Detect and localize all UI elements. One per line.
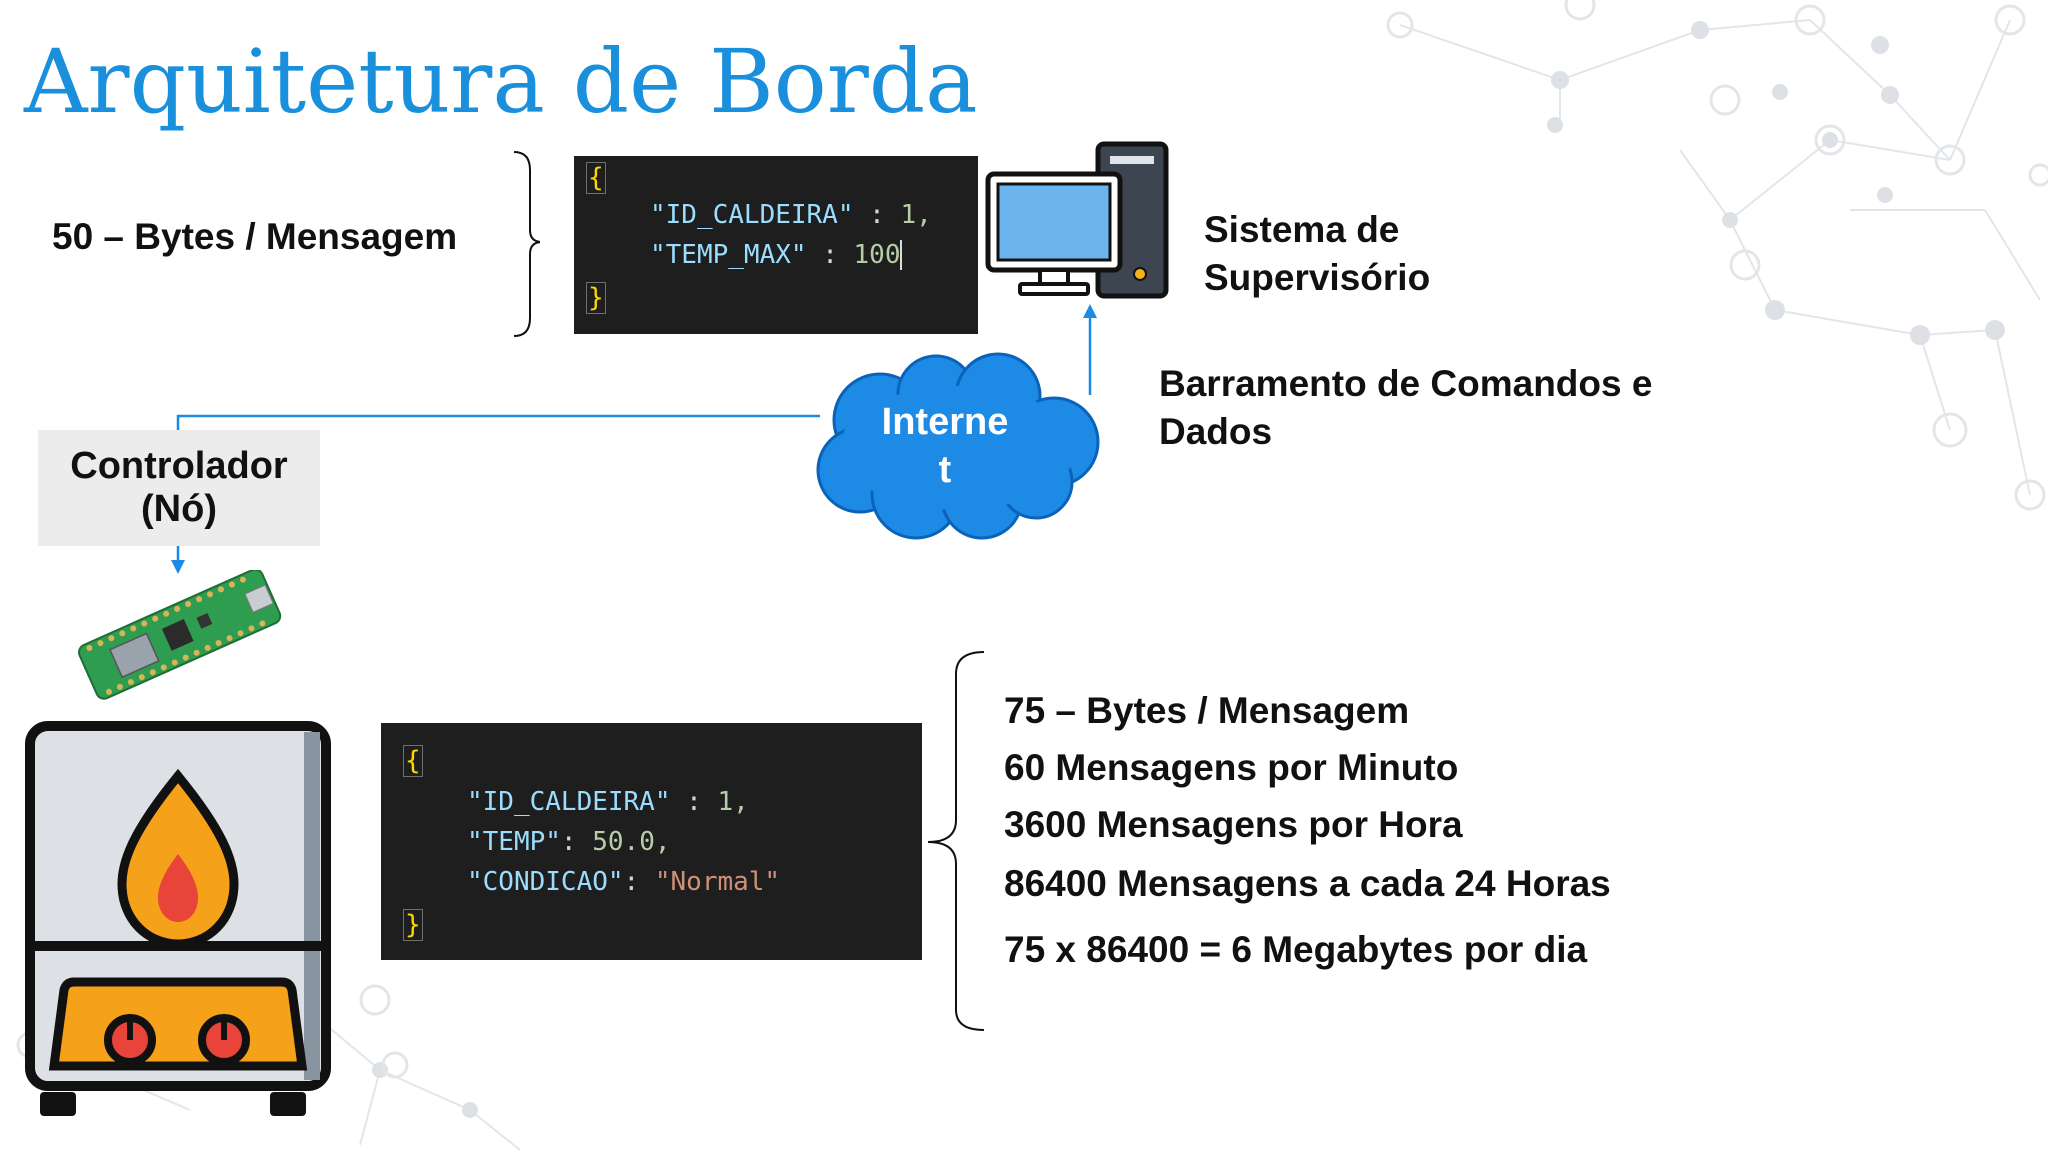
code-line-id-caldeira: "ID_CALDEIRA" : 1, [467, 787, 749, 817]
code-line-condicao: "CONDICAO": "Normal" [467, 867, 781, 897]
bus-label: Barramento de Comandos e Dados [1159, 363, 1653, 452]
stat-messages-per-day: 86400 Mensagens a cada 24 Horas [1004, 863, 1611, 904]
code-line-temp-max: "TEMP_MAX" : 100 [650, 240, 903, 270]
code-close-brace: } [586, 282, 606, 314]
code-close-brace: } [403, 909, 423, 941]
bottom-brace [927, 651, 985, 1031]
supervisor-label: Sistema de Supervisório [1204, 209, 1431, 298]
stat-messages-per-minute: 60 Mensagens por Minuto [1004, 747, 1459, 788]
stat-megabytes-per-day: 75 x 86400 = 6 Megabytes por dia [1004, 929, 1588, 970]
code-open-brace: { [586, 162, 606, 194]
stat-messages-per-hour: 3600 Mensagens por Hora [1004, 804, 1463, 845]
cloud-label: Interne t [881, 401, 1009, 491]
cloud-icon [816, 352, 1100, 540]
code-line-id-caldeira: "ID_CALDEIRA" : 1, [650, 200, 932, 230]
top-bytes-label: 50 – Bytes / Mensagem [52, 216, 458, 257]
slide-title: Arquitetura de Borda [24, 30, 978, 133]
bottom-json-code-block: { "ID_CALDEIRA" : 1, "TEMP": 50.0, "COND… [381, 723, 922, 960]
boiler-icon [25, 721, 331, 1116]
code-open-brace: { [403, 745, 423, 777]
top-json-code-block: { "ID_CALDEIRA" : 1, "TEMP_MAX" : 100 } [574, 156, 978, 334]
code-line-temp: "TEMP": 50.0, [467, 827, 671, 857]
microcontroller-board-icon [78, 570, 282, 700]
stat-bytes-per-message: 75 – Bytes / Mensagem [1004, 690, 1410, 731]
controller-node-box: Controlador (Nó) [38, 430, 320, 546]
top-brace [513, 151, 540, 337]
computer-icon [985, 141, 1169, 299]
